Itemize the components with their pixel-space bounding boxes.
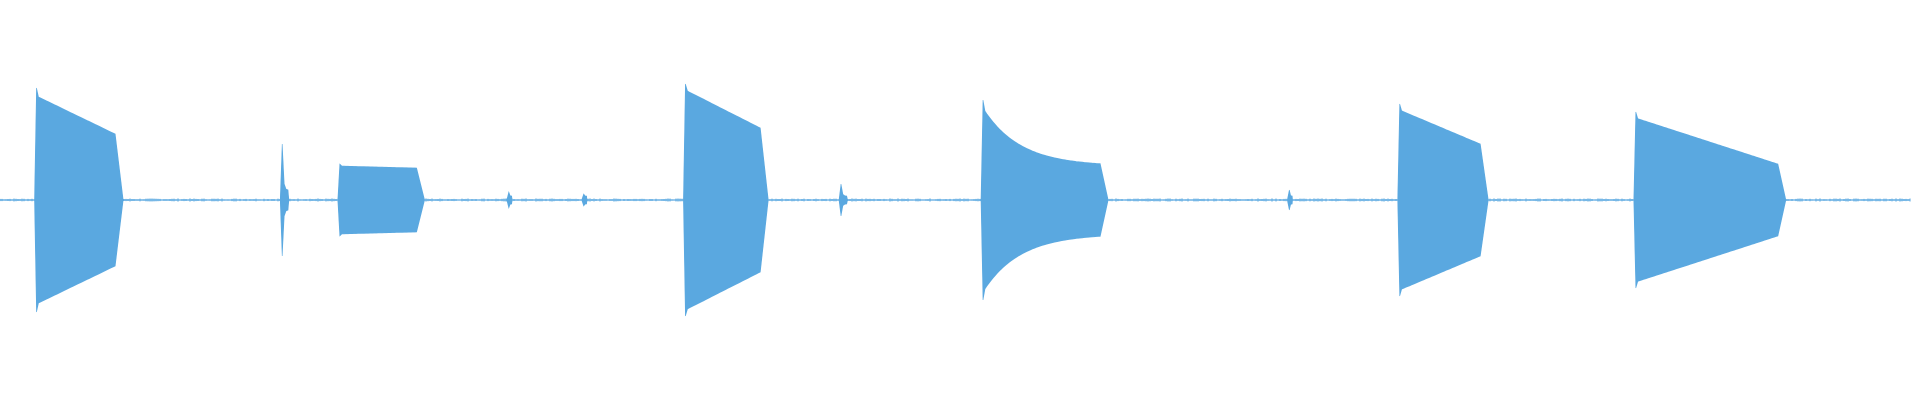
waveform-burst-6 (1633, 111, 1787, 289)
waveform-click-2 (838, 183, 848, 217)
waveform-burst-1 (34, 87, 124, 313)
waveform-burst-4 (980, 99, 1109, 301)
waveform-burst-5 (1397, 103, 1489, 297)
waveform-tick-3 (1286, 189, 1293, 211)
waveform-segments (34, 83, 1787, 317)
waveform-click-1 (279, 143, 290, 257)
waveform-burst-3 (683, 83, 769, 317)
waveform-burst-2 (337, 163, 425, 237)
waveform-tick-1 (506, 190, 513, 210)
waveform-tick-2 (581, 193, 588, 207)
